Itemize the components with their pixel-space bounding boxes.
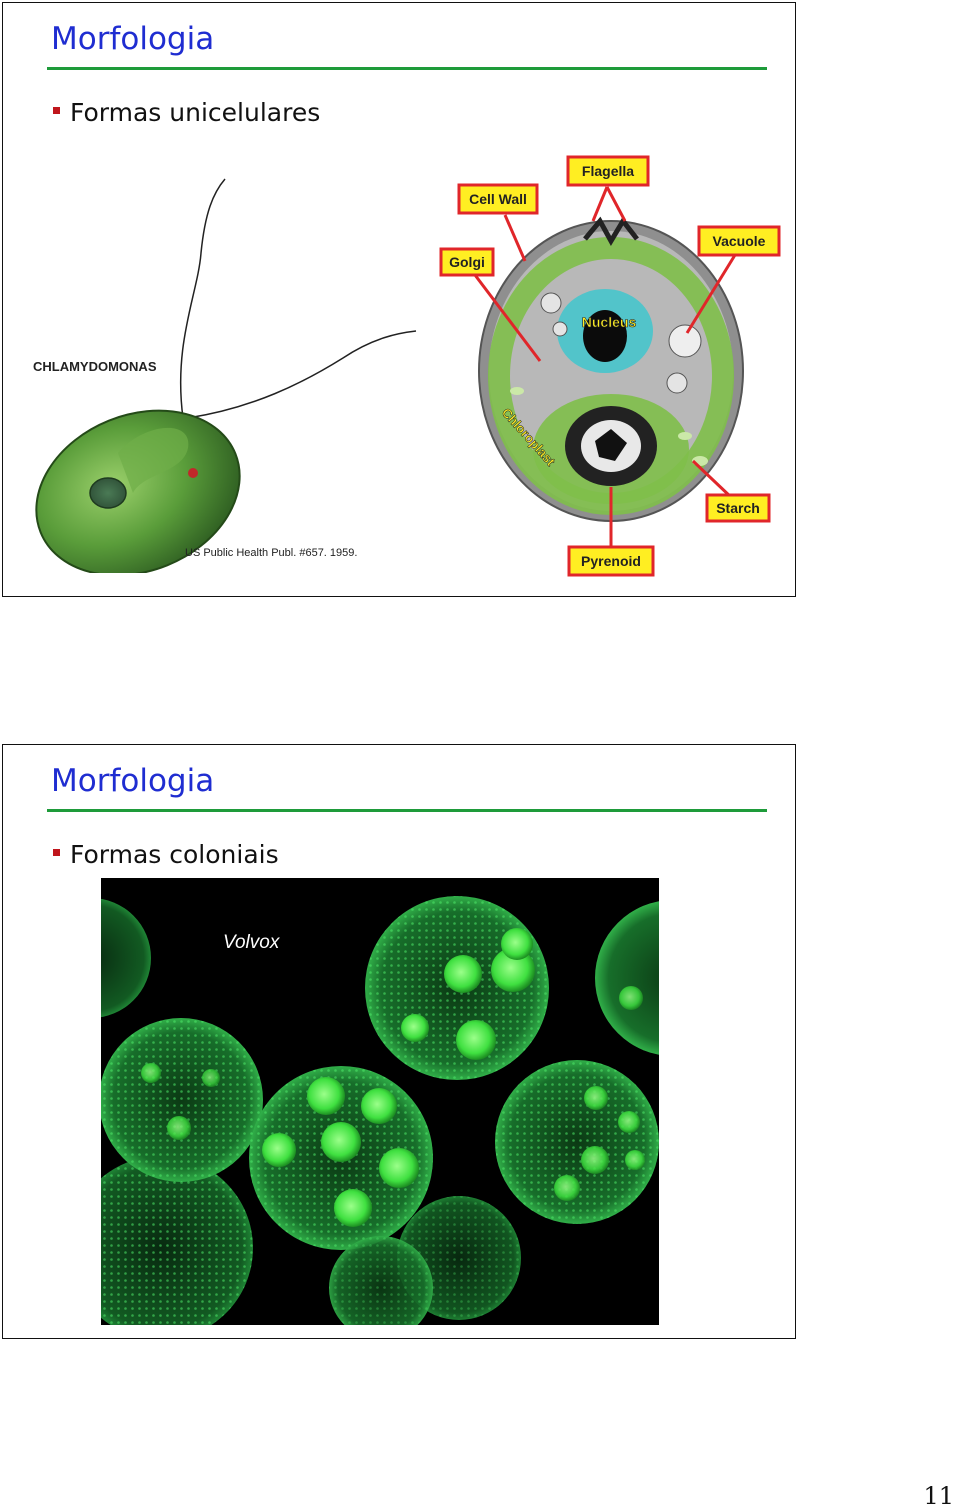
chlamydomonas-illustration: CHLAMYDOMONAS US Public Health Publ. #65… [33,178,417,573]
callout-golgi: Golgi [439,247,495,277]
callout-golgi-label: Golgi [449,254,485,270]
callout-cell-wall: Cell Wall [457,183,539,215]
callout-cell-wall-label: Cell Wall [469,191,527,207]
page-number: 11 [923,1482,954,1510]
volvox-micrograph: Volvox [101,878,659,1325]
figure-credit: US Public Health Publ. #657. 1959. [185,547,357,559]
organism-label: CHLAMYDOMONAS [33,359,157,374]
callout-vacuole: Vacuole [697,225,781,257]
callout-vacuole-label: Vacuole [713,233,766,249]
callout-starch-label: Starch [716,500,760,516]
title-divider [47,67,767,70]
slide-coloniais: Morfologia Formas coloniais [2,744,796,1339]
slide-title: Morfologia [51,763,215,799]
bullet-text: Formas unicelulares [70,98,321,127]
volvox-caption: Volvox [223,932,281,953]
slide-title: Morfologia [51,21,215,57]
nucleus-label: Nucleus [582,314,637,330]
callout-flagella: Flagella [566,155,650,187]
callout-flagella-label: Flagella [582,163,634,179]
cell-structure-diagram: Flagella Cell Wall Golgi Vacuole Nucleus… [439,155,781,577]
bullet-square-icon [53,107,60,114]
callout-starch: Starch [705,493,771,523]
bullet-text: Formas coloniais [70,840,279,869]
callout-pyrenoid-label: Pyrenoid [581,553,641,569]
title-divider [47,809,767,812]
callout-pyrenoid: Pyrenoid [567,545,655,577]
slide-unicelulares: Morfologia Formas unicelulares CHLAMYDOM… [2,2,796,597]
bullet-square-icon [53,849,60,856]
